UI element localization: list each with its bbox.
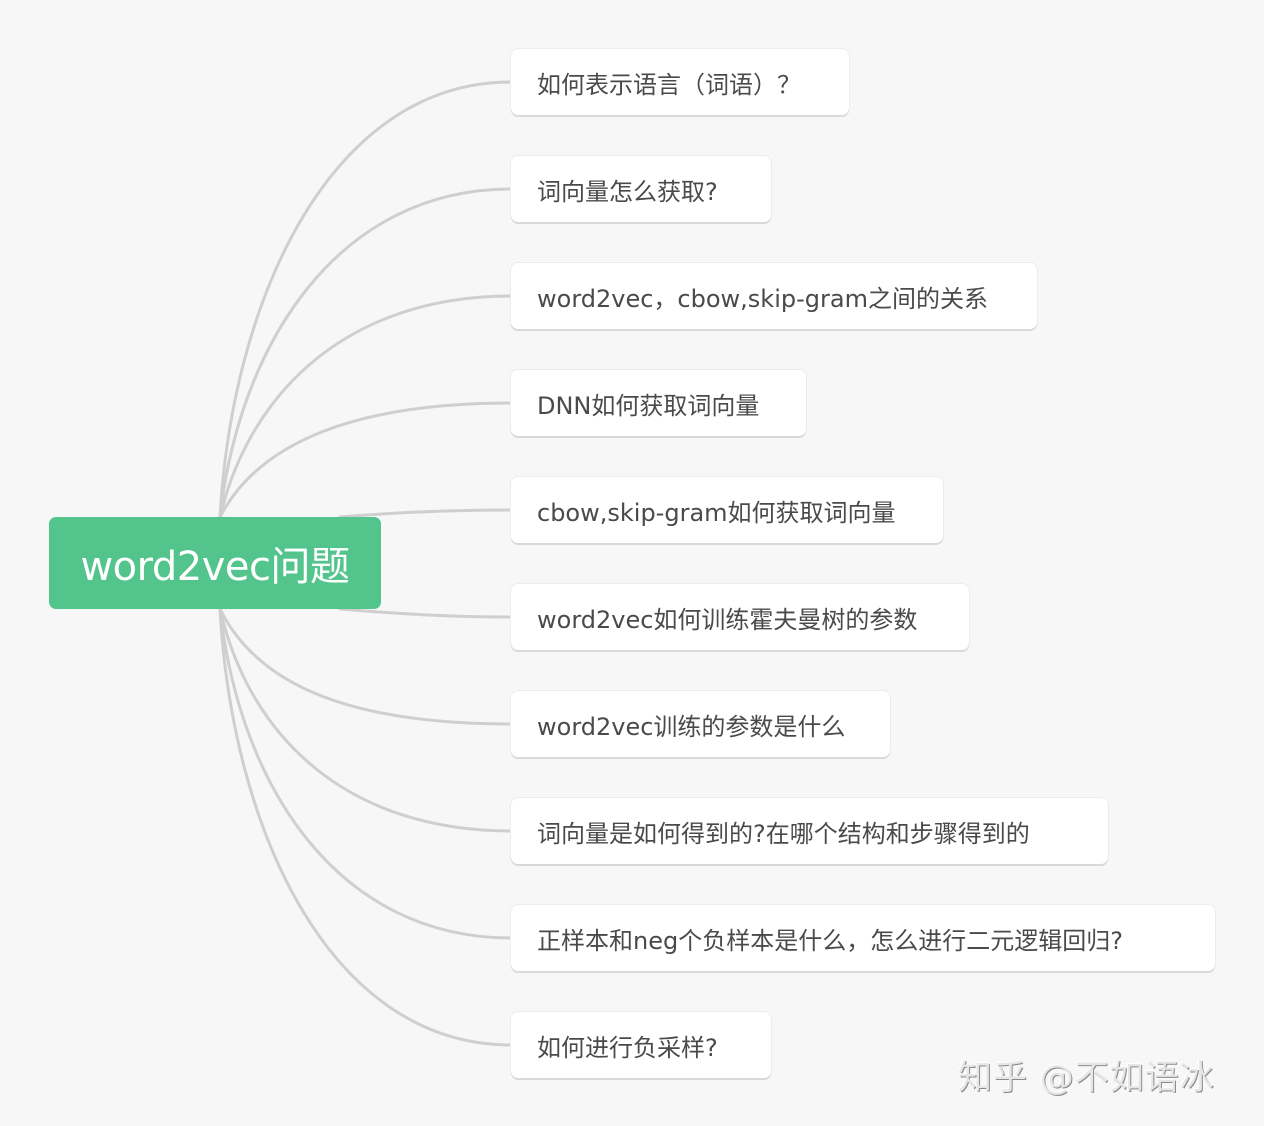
child-node-5[interactable]: cbow,skip-gram如何获取词向量	[511, 477, 943, 543]
child-node-9[interactable]: 正样本和neg个负样本是什么，怎么进行二元逻辑回归?	[511, 905, 1215, 971]
watermark: 知乎 @不如语冰	[958, 1058, 1215, 1098]
child-node-1[interactable]: 如何表示语言（词语）？	[511, 49, 849, 115]
child-node-label: 如何进行负采样?	[537, 1033, 718, 1062]
connector-10	[218, 607, 513, 1047]
child-node-label: 正样本和neg个负样本是什么，怎么进行二元逻辑回归?	[537, 926, 1123, 955]
child-node-6[interactable]: word2vec如何训练霍夫曼树的参数	[511, 584, 969, 650]
connector-4	[218, 401, 513, 519]
root-node-label: word2vec问题	[80, 544, 350, 590]
child-node-7[interactable]: word2vec训练的参数是什么	[511, 691, 890, 757]
child-node-10[interactable]: 如何进行负采样?	[511, 1012, 771, 1078]
child-node-label: 词向量是如何得到的?在哪个结构和步骤得到的	[537, 819, 1030, 848]
connector-8	[218, 607, 513, 833]
child-node-2[interactable]: 词向量怎么获取?	[511, 156, 771, 222]
child-node-label: word2vec如何训练霍夫曼树的参数	[537, 605, 918, 634]
child-node-label: 词向量怎么获取?	[537, 177, 718, 206]
connector-3	[218, 294, 513, 519]
child-node-4[interactable]: DNN如何获取词向量	[511, 370, 806, 436]
child-node-8[interactable]: 词向量是如何得到的?在哪个结构和步骤得到的	[511, 798, 1108, 864]
connector-9	[218, 607, 513, 940]
child-node-label: cbow,skip-gram如何获取词向量	[537, 498, 896, 527]
child-node-label: word2vec，cbow,skip-gram之间的关系	[537, 284, 988, 313]
child-node-label: 如何表示语言（词语）？	[537, 70, 801, 99]
child-node-3[interactable]: word2vec，cbow,skip-gram之间的关系	[511, 263, 1037, 329]
child-node-label: word2vec训练的参数是什么	[537, 712, 846, 741]
connector-5	[338, 508, 513, 519]
connector-6	[338, 607, 513, 619]
connector-2	[218, 187, 513, 519]
connector-7	[218, 607, 513, 726]
root-node[interactable]: word2vec问题	[49, 517, 381, 609]
child-node-label: DNN如何获取词向量	[537, 391, 760, 420]
connector-1	[218, 80, 513, 519]
